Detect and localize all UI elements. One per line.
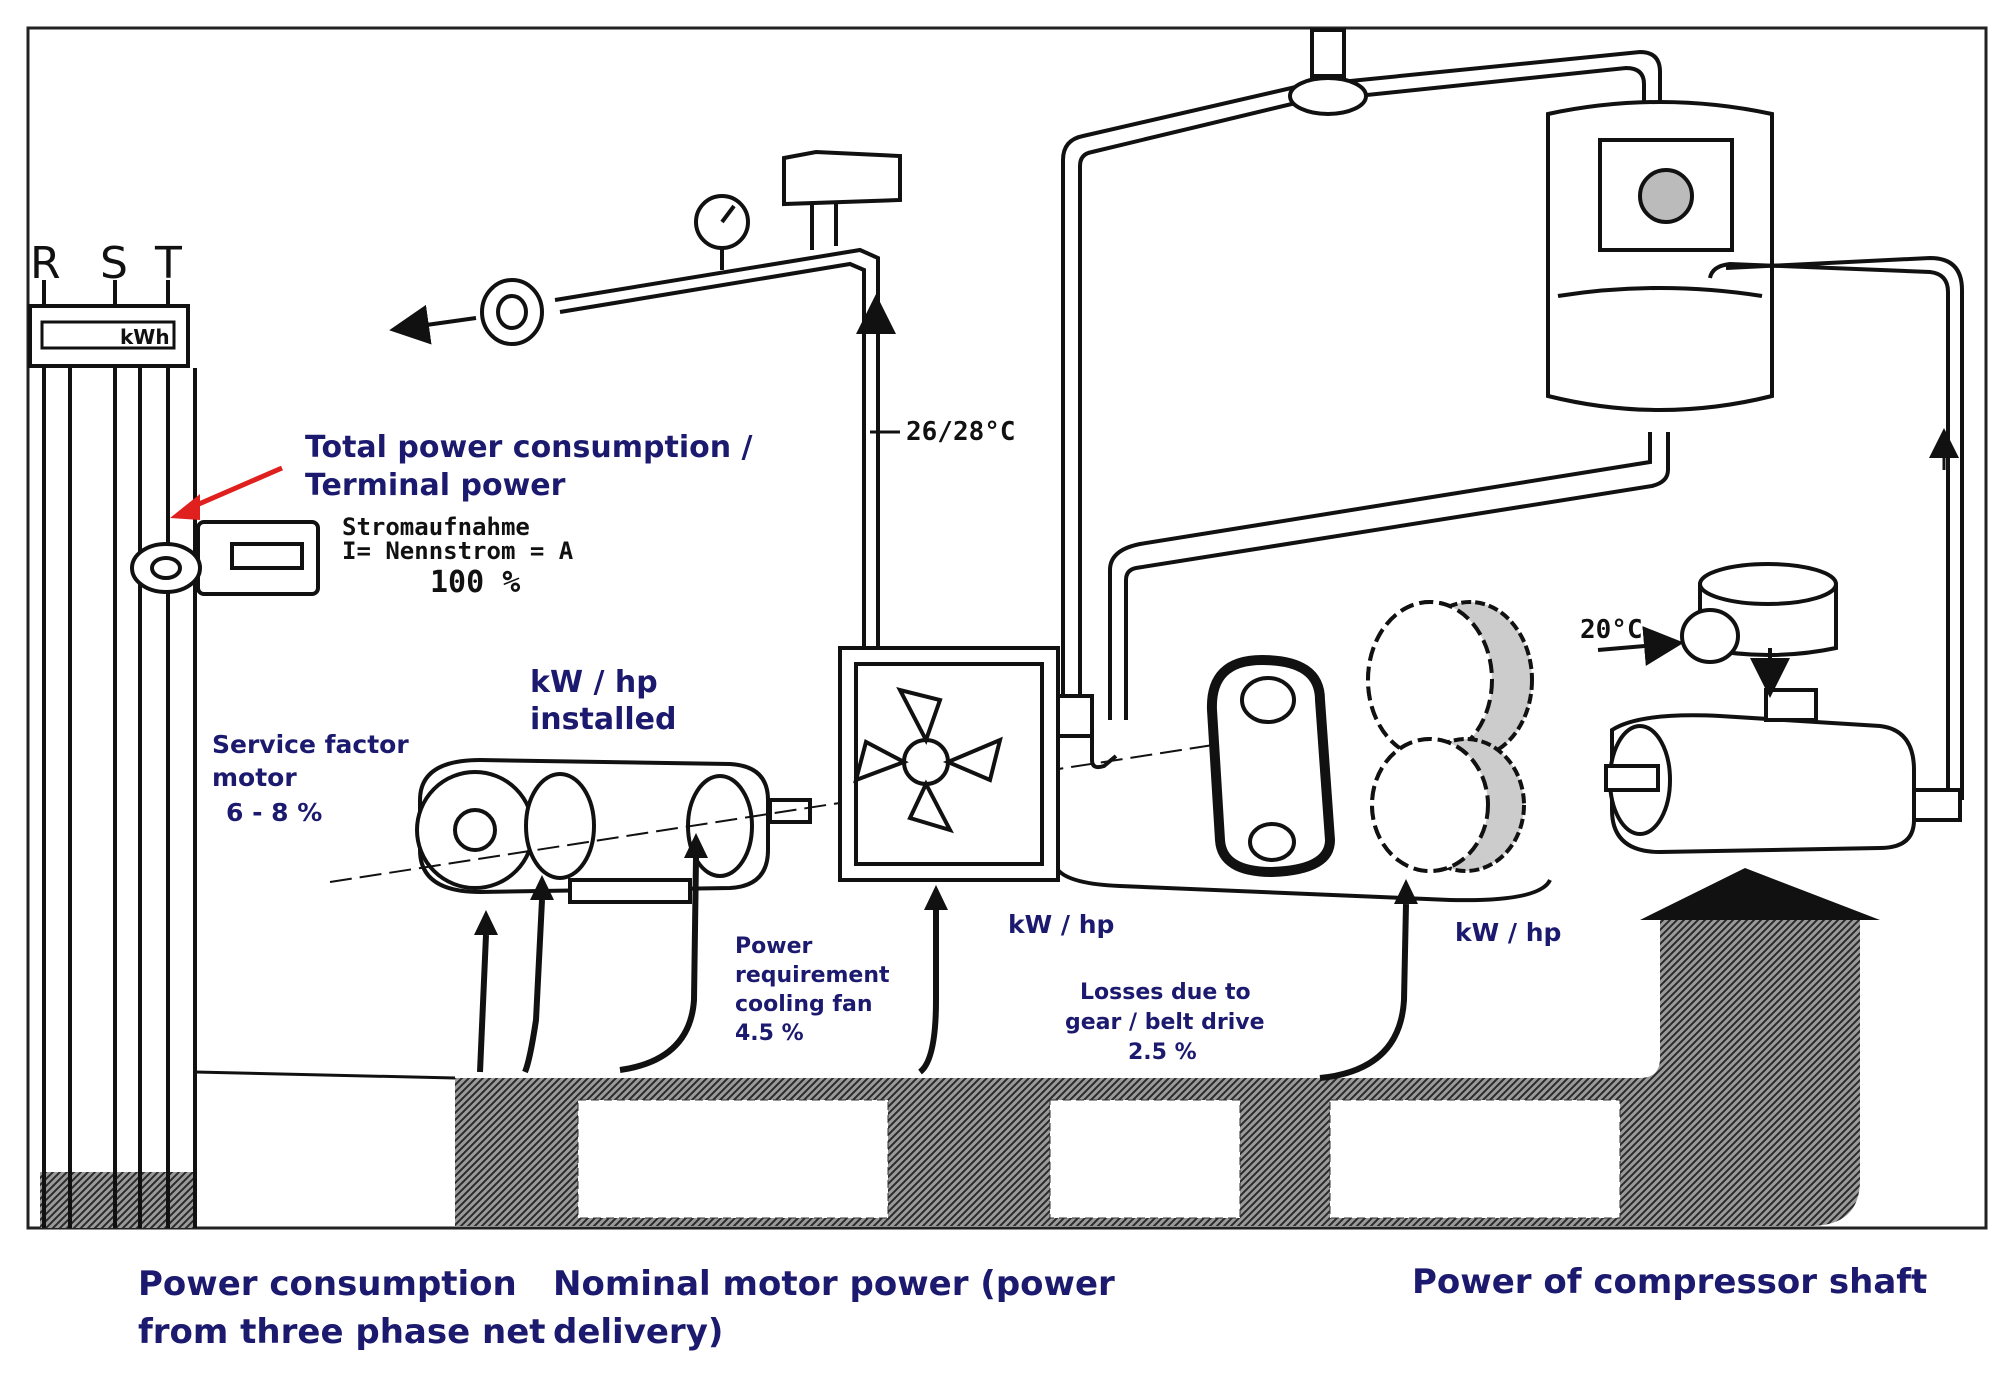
caption-nominal-motor-line1: Nominal motor power (power xyxy=(553,1264,1115,1304)
outlet-flow-arrow xyxy=(389,304,477,345)
compressor-block xyxy=(1604,688,1916,855)
cooler-radiator xyxy=(838,646,1094,882)
cooling-fan-label-line4: 4.5 % xyxy=(735,1021,804,1046)
kw-hp-installed-label-line1: kW / hp xyxy=(530,665,658,700)
cooler-outlet-temperature: 26/28°C xyxy=(906,417,1016,447)
losses-label-line2: gear / belt drive xyxy=(1065,1010,1265,1035)
cooling-fan-label-line1: Power xyxy=(735,934,813,959)
outlet-valve xyxy=(480,278,544,346)
kw-hp-motor-output-label: kW / hp xyxy=(1008,910,1115,939)
losses-label-line1: Losses due to xyxy=(1080,980,1251,1005)
electric-motor xyxy=(415,757,812,904)
caption-nominal-motor-line2: delivery) xyxy=(553,1312,724,1352)
phase-labels: R S T xyxy=(30,238,182,289)
cooling-fan-label-line3: cooling fan xyxy=(735,992,873,1017)
power-branch-arrows xyxy=(477,857,1409,1081)
kwh-meter: kWh xyxy=(28,304,190,368)
phase-s-label: S xyxy=(100,238,128,289)
discharge-pipe xyxy=(554,247,880,652)
red-pointer-arrow xyxy=(184,465,283,513)
oil-separator-tank xyxy=(1546,100,1774,412)
shaft-power-arrowhead xyxy=(1640,868,1880,920)
total-power-label-line1: Total power consumption / xyxy=(305,430,753,465)
phase-t-label: T xyxy=(154,238,182,289)
service-factor-label-line3: 6 - 8 % xyxy=(226,798,323,827)
caption-three-phase-line1: Power consumption xyxy=(138,1264,517,1304)
three-phase-lines xyxy=(42,280,197,1228)
clamp-meter xyxy=(130,520,320,596)
german-note-rated-current: I= Nennstrom = A xyxy=(342,537,574,565)
german-note-percent: 100 % xyxy=(430,565,521,600)
top-tee-fitting xyxy=(1288,28,1368,116)
tank-drain-pipe xyxy=(1124,432,1670,720)
diagram-frame xyxy=(26,26,1988,1230)
kw-hp-shaft-label: kW / hp xyxy=(1455,918,1562,947)
intake-filter xyxy=(1680,562,1838,680)
kw-hp-installed-label-line2: installed xyxy=(530,702,677,737)
caption-compressor-shaft: Power of compressor shaft xyxy=(1412,1262,1928,1302)
phase-r-label: R xyxy=(30,238,61,289)
tank-oil-line xyxy=(1708,261,1950,800)
pressure-gauge xyxy=(694,194,750,270)
intake-air-arrow xyxy=(1597,626,1684,666)
cooler-return-pipe xyxy=(1056,868,1552,903)
service-factor-label-line1: Service factor xyxy=(212,730,409,759)
german-note-current-draw: Stromaufnahme xyxy=(342,513,530,541)
total-power-label-line2: Terminal power xyxy=(305,468,566,503)
kwh-meter-unit: kWh xyxy=(120,325,170,349)
cooling-fan-label-line2: requirement xyxy=(735,963,890,988)
motor-axis xyxy=(329,729,1311,883)
belt-drive xyxy=(1206,654,1336,878)
caption-three-phase-line2: from three phase net xyxy=(138,1312,546,1352)
losses-label-line3: 2.5 % xyxy=(1128,1040,1197,1065)
drive-gears xyxy=(1366,600,1534,873)
power-flow-band xyxy=(40,868,1880,1228)
control-box xyxy=(782,149,902,250)
intake-temperature: 20°C xyxy=(1580,615,1643,645)
service-factor-label-line2: motor xyxy=(212,763,297,792)
